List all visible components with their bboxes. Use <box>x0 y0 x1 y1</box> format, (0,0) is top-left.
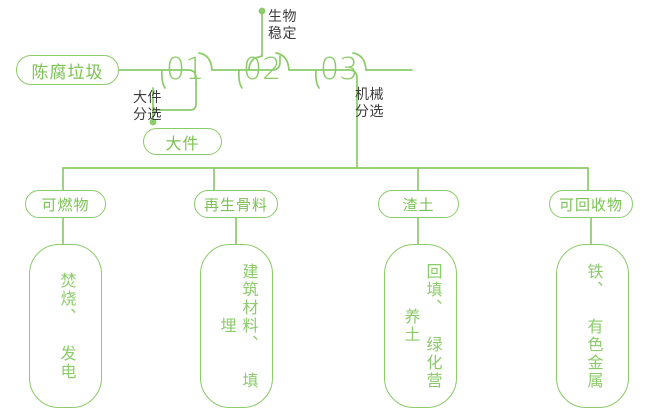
box-use-combustible[interactable]: 焚烧、 发电 <box>29 244 102 408</box>
arc-01-top <box>198 52 213 71</box>
box-use-slag-soil[interactable]: 回填、 绿化营养土 <box>384 244 457 408</box>
node-bulky-output[interactable]: 大件 <box>143 128 222 155</box>
node-category-slag-soil[interactable]: 渣土 <box>378 190 459 218</box>
annotation-stage-03: 机械 分选 <box>355 86 384 119</box>
box-use-combustible-text: 焚烧、 发电 <box>57 271 75 381</box>
node-category-recyclable[interactable]: 可回收物 <box>549 190 633 218</box>
box-use-recycled-aggregate-text: 建筑材料、 填埋 <box>217 262 257 390</box>
stage-number-01[interactable]: 01 <box>166 52 205 87</box>
box-use-recyclable[interactable]: 铁、 有色金属 <box>556 244 629 408</box>
arc-02-bottom <box>237 69 243 89</box>
wire-03-to-bus <box>348 69 358 169</box>
endpoint-dot-bio <box>258 7 266 15</box>
endpoint-dot-bulky <box>149 118 157 126</box>
box-use-recyclable-text: 铁、 有色金属 <box>584 262 602 390</box>
box-use-recycled-aggregate[interactable]: 建筑材料、 填埋 <box>200 244 273 408</box>
stage-number-03[interactable]: 03 <box>320 52 359 87</box>
annotation-stage-02: 生物 稳定 <box>268 8 297 41</box>
node-category-combustible[interactable]: 可燃物 <box>25 190 106 218</box>
arc-03-top <box>352 52 367 71</box>
annotation-stage-01: 大件 分选 <box>133 89 162 122</box>
arc-02-top <box>275 52 290 71</box>
arc-01-bottom <box>160 69 166 89</box>
wire-02-bio-elbow <box>248 55 263 71</box>
wire-root-to-01 <box>118 69 197 85</box>
node-root[interactable]: 陈腐垃圾 <box>16 55 119 85</box>
stage-number-02[interactable]: 02 <box>243 52 282 87</box>
box-use-slag-soil-text: 回填、 绿化营养土 <box>401 262 441 390</box>
arc-03-bottom <box>314 69 320 89</box>
node-category-recycled-aggregate[interactable]: 再生骨料 <box>194 190 278 218</box>
wire-into-02 <box>271 55 281 71</box>
